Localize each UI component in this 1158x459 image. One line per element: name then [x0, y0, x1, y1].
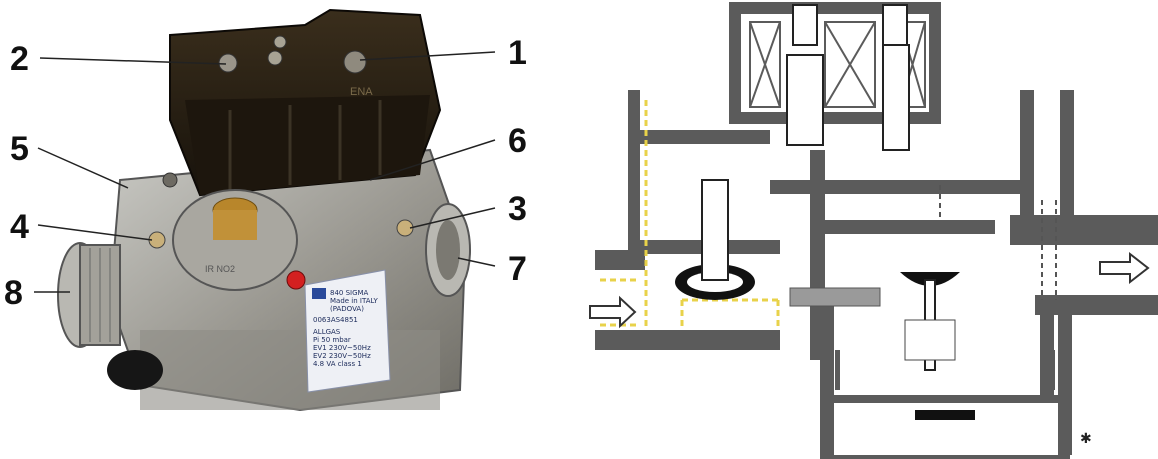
inlet-port-thread: [57, 242, 121, 348]
callout-4: 4: [10, 208, 29, 246]
plate-line-6: Pi 50 mbar: [313, 336, 351, 344]
main-valve-disc: [900, 272, 975, 420]
callout-5: 5: [10, 130, 29, 168]
bottom-cap: [107, 350, 163, 390]
rating-plate: 840 SIGMA Made in ITALY (PADOVA) 0063AS4…: [304, 269, 391, 393]
callout-8: 8: [4, 274, 23, 312]
outlet-port-thread: [425, 203, 471, 297]
plate-line-5: ALLGAS: [313, 328, 341, 336]
red-test-point: [286, 270, 306, 290]
pressure-regulator: IR NO2: [172, 189, 298, 291]
plate-line-1: 840 SIGMA: [330, 289, 369, 297]
gas-valve-photo: ENA IR NO2 840 SIGMA: [4, 8, 527, 412]
leader-lines: [34, 51, 496, 293]
plate-line-2: Made in ITALY: [330, 297, 378, 305]
callout-7: 7: [508, 250, 527, 288]
plate-line-8: EV2 230V~50Hz: [313, 352, 371, 360]
outlet-arrow-icon: [1099, 251, 1150, 285]
coil-cover: ENA: [169, 8, 442, 197]
plate-line-3: (PADOVA): [330, 305, 364, 313]
yellow-gas-paths: [600, 100, 780, 330]
callout-3: 3: [508, 190, 527, 228]
regulator-text: IR NO2: [205, 264, 235, 274]
section-walls: [595, 2, 1158, 459]
solenoid-plungers: [786, 4, 910, 151]
cover-text: ENA: [350, 86, 373, 98]
inlet-arrow-icon: [589, 295, 637, 329]
callout-6: 6: [508, 122, 527, 160]
star-marker: ✱: [1080, 431, 1092, 447]
filter-mesh: [789, 287, 881, 307]
plate-line-9: 4.8 VA class 1: [313, 360, 362, 368]
callout-1: 1: [508, 34, 527, 72]
top-screws: [218, 35, 367, 74]
valve-cross-section: ✱: [589, 2, 1158, 459]
callout-2: 2: [10, 40, 29, 78]
plate-line-4: 0063AS4851: [313, 316, 358, 324]
adjust-screw: [162, 172, 178, 188]
regulator-diaphragm: [675, 179, 755, 300]
plate-line-7: EV1 230V~50Hz: [313, 344, 371, 352]
internal-ports: [939, 185, 1057, 300]
